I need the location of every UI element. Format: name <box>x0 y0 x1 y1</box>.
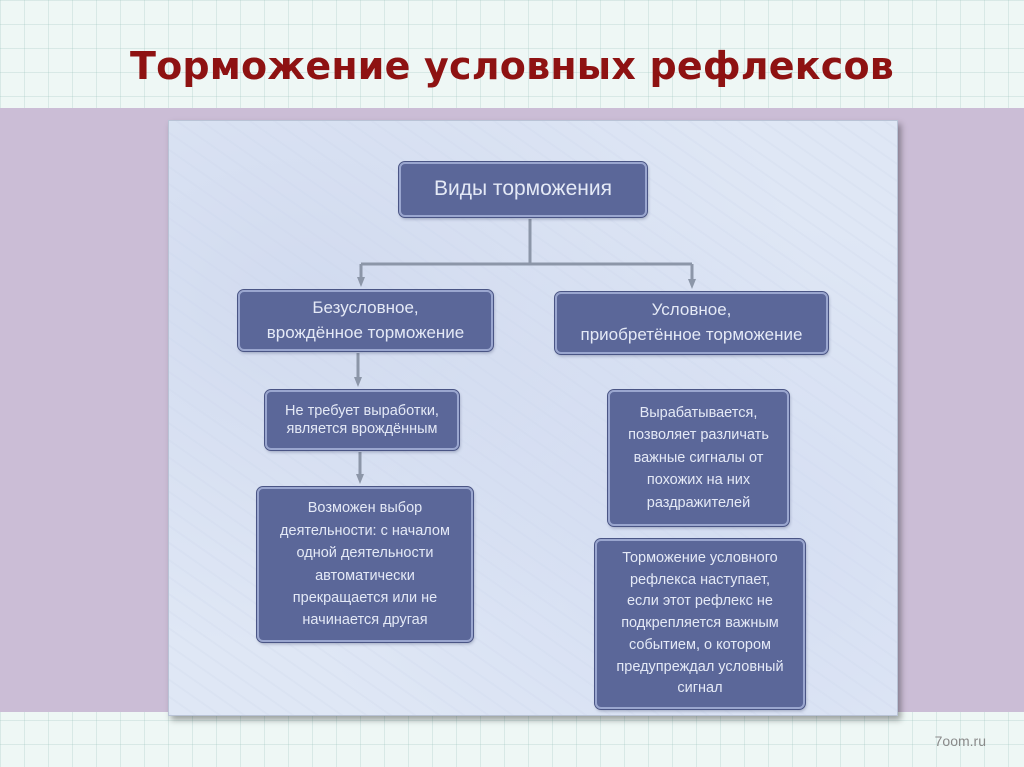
node-innate-description-label: Не требует выработки, является врождённы… <box>285 402 439 437</box>
node-inhibition-types-label: Виды торможения <box>434 177 612 201</box>
node-activity-choice: Возможен выбор деятельности: с началом о… <box>256 486 474 643</box>
node-acquired-description-label: Вырабатывается, позволяет различать важн… <box>628 404 769 511</box>
node-reflex-extinction: Торможение условного рефлекса наступает,… <box>594 538 806 710</box>
node-acquired-description: Вырабатывается, позволяет различать важн… <box>607 389 790 527</box>
node-inhibition-types: Виды торможения <box>398 161 648 218</box>
node-unconditioned-inhibition: Безусловное, врождённое торможение <box>237 289 494 352</box>
slide-title: Торможение условных рефлексов <box>129 44 895 88</box>
node-conditioned-inhibition: Условное, приобретённое торможение <box>554 291 829 355</box>
node-reflex-extinction-label: Торможение условного рефлекса наступает,… <box>616 549 784 697</box>
node-conditioned-inhibition-label: Условное, приобретённое торможение <box>580 300 803 344</box>
node-unconditioned-inhibition-label: Безусловное, врождённое торможение <box>266 297 465 342</box>
watermark: 7oom.ru <box>934 733 986 749</box>
node-innate-description: Не требует выработки, является врождённы… <box>264 389 460 451</box>
node-activity-choice-label: Возможен выбор деятельности: с началом о… <box>280 500 450 629</box>
